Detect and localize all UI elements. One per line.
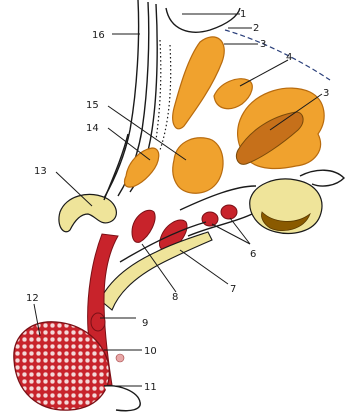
lead-4: [240, 60, 288, 86]
lead-6b: [230, 218, 250, 244]
dotted-inner-line-2: [160, 45, 171, 150]
orange-organ-15: [173, 138, 223, 193]
red-gland-8-upper: [132, 210, 155, 242]
hook-stalk: [104, 134, 128, 200]
label-16: 16: [92, 30, 105, 41]
label-12: 12: [26, 293, 39, 304]
label-8: 8: [172, 292, 178, 303]
label-10: 10: [144, 346, 157, 357]
label-3-right: 3: [323, 88, 329, 99]
label-9: 9: [142, 318, 148, 329]
duct-yellow: [100, 232, 212, 310]
orange-organ-4: [214, 79, 252, 109]
label-3-top: 3: [260, 39, 266, 50]
lead-7: [180, 250, 228, 284]
label-1: 1: [240, 9, 246, 20]
label-14: 14: [86, 123, 99, 134]
red-small-9: [91, 313, 105, 331]
hook-13: [59, 194, 116, 231]
label-6: 6: [250, 249, 256, 260]
label-13: 13: [34, 166, 47, 177]
orange-organ-3-upper: [173, 37, 225, 129]
red-gland-6-a: [202, 212, 218, 226]
lead-6a: [212, 224, 250, 244]
label-7: 7: [230, 284, 236, 295]
red-gland-6-b: [221, 205, 237, 219]
label-15: 15: [86, 100, 99, 111]
label-11: 11: [144, 382, 157, 393]
small-pink-10: [116, 354, 124, 362]
label-4: 4: [286, 52, 292, 63]
label-2: 2: [253, 23, 259, 34]
blue-dashed-boundary: [225, 30, 330, 80]
top-curl: [166, 8, 240, 32]
lower-body-outline: [104, 386, 140, 411]
